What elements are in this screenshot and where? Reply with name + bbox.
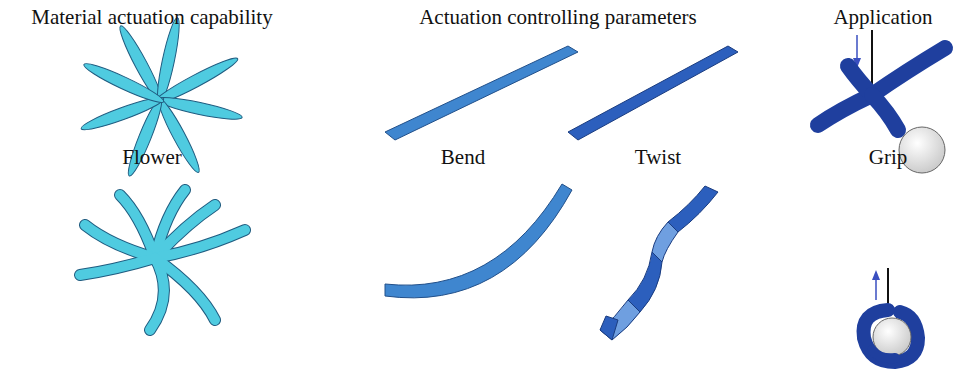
flat-strip	[568, 46, 738, 140]
column-heading: Actuation controlling parameters	[419, 6, 697, 29]
panel-label: Twist	[635, 146, 681, 169]
gripper-closed	[864, 268, 919, 362]
column-heading: Material actuation capability	[31, 6, 272, 29]
gripper-open	[818, 30, 945, 173]
bent-strip	[385, 184, 572, 298]
panel-label: Grip	[869, 146, 908, 169]
twisted-strip	[600, 186, 718, 340]
flat-strip	[385, 46, 578, 140]
panel-label: Flower	[122, 146, 182, 169]
flat-flower	[79, 17, 243, 179]
panel-label: Bend	[441, 146, 485, 169]
curled-flower	[80, 190, 245, 330]
column-heading: Application	[833, 6, 932, 29]
